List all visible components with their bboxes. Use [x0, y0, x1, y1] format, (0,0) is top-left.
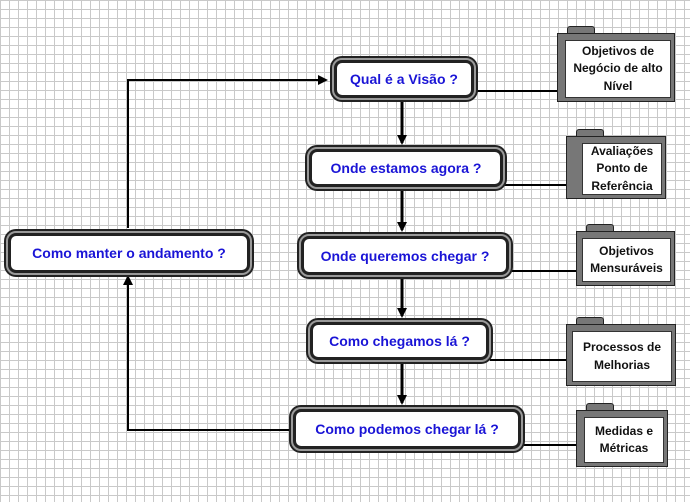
folder-label: Objetivos de Negócio de alto Nível — [565, 40, 671, 98]
folder-objetivos-mensuraveis: Objetivos Mensuráveis — [576, 224, 675, 286]
folder-objetivos-negocio: Objetivos de Negócio de alto Nível — [557, 26, 675, 102]
node-como-manter: Como manter o andamento ? — [6, 231, 252, 275]
folder-tab — [567, 26, 595, 36]
node-qual-visao: Qual é a Visão ? — [332, 58, 476, 100]
folder-label: Medidas e Métricas — [584, 417, 664, 463]
arrow-podemos-to-manter — [123, 275, 290, 431]
folder-processos: Processos de Melhorias — [566, 317, 676, 386]
folder-avaliacoes: Avaliações Ponto de Referência — [566, 129, 666, 199]
folder-label: Processos de Melhorias — [572, 331, 672, 382]
node-onde-estamos: Onde estamos agora ? — [307, 147, 505, 189]
node-como-podemos: Como podemos chegar lá ? — [291, 407, 523, 451]
node-onde-queremos: Onde queremos chegar ? — [299, 234, 511, 277]
arrow-manter-to-visao — [127, 75, 328, 228]
folder-label: Avaliações Ponto de Referência — [582, 143, 662, 195]
folder-medidas: Medidas e Métricas — [576, 403, 668, 467]
node-como-chegamos: Como chegamos lá ? — [308, 320, 491, 362]
folder-tab — [576, 129, 604, 139]
folder-tab — [586, 224, 614, 234]
folder-tab — [586, 403, 614, 413]
folder-tab — [576, 317, 604, 327]
folder-label: Objetivos Mensuráveis — [582, 238, 671, 282]
